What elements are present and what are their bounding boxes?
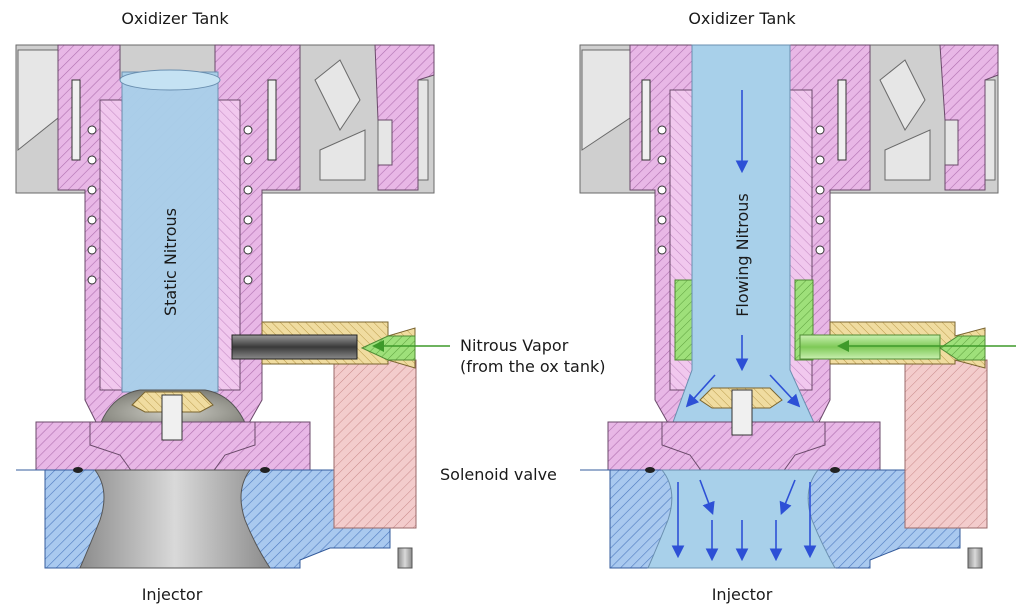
flow-arrows <box>671 90 817 562</box>
vapor-label-line2: (from the ox tank) <box>460 357 605 376</box>
left-top-label: Oxidizer Tank <box>121 9 229 28</box>
left-nitrous-meniscus <box>119 69 221 91</box>
left-spring-coils <box>87 125 253 285</box>
right-vapor-rod <box>799 334 941 360</box>
right-solenoid-block <box>904 359 988 529</box>
right-green-seat-left <box>674 279 694 361</box>
right-cutaway: Oxidizer Tank Flowing Nitrous Injector <box>579 9 1016 604</box>
left-bottom-label: Injector <box>142 585 203 604</box>
right-piston-stem <box>731 389 753 436</box>
flow-arrow-diag-l2 <box>699 479 715 515</box>
flow-arrow-diag-l1 <box>685 374 716 408</box>
right-vapor-fitting <box>939 335 986 361</box>
left-inner-sleeve <box>99 99 123 391</box>
solenoid-valve-label: Solenoid valve <box>440 465 557 484</box>
left-vapor-rod <box>231 334 358 360</box>
left-fluid-label: Static Nitrous <box>161 208 180 316</box>
left-nitrous-column <box>121 71 219 393</box>
right-o-rings <box>645 467 840 473</box>
left-bolts <box>71 79 277 161</box>
right-spring-coils <box>657 125 825 255</box>
left-o-rings <box>73 467 270 473</box>
left-solenoid-block <box>333 359 417 529</box>
right-bolts <box>641 79 847 161</box>
flow-arrow-diag-r2 <box>779 479 796 515</box>
left-piston-stem <box>161 394 183 441</box>
left-injector-bore <box>79 469 271 569</box>
right-tank-flange-right <box>939 44 999 191</box>
left-tank-flange-right <box>374 44 435 191</box>
right-fluid-label: Flowing Nitrous <box>733 193 752 317</box>
right-top-label: Oxidizer Tank <box>688 9 796 28</box>
right-bottom-label: Injector <box>712 585 773 604</box>
left-cutaway: Oxidizer Tank Static Nitrous Injector <box>15 9 450 604</box>
right-injector-tip <box>967 547 983 569</box>
vapor-label-line1: Nitrous Vapor <box>460 336 569 355</box>
left-injector-tip <box>397 547 413 569</box>
flow-arrow-diag-r1 <box>769 374 801 408</box>
